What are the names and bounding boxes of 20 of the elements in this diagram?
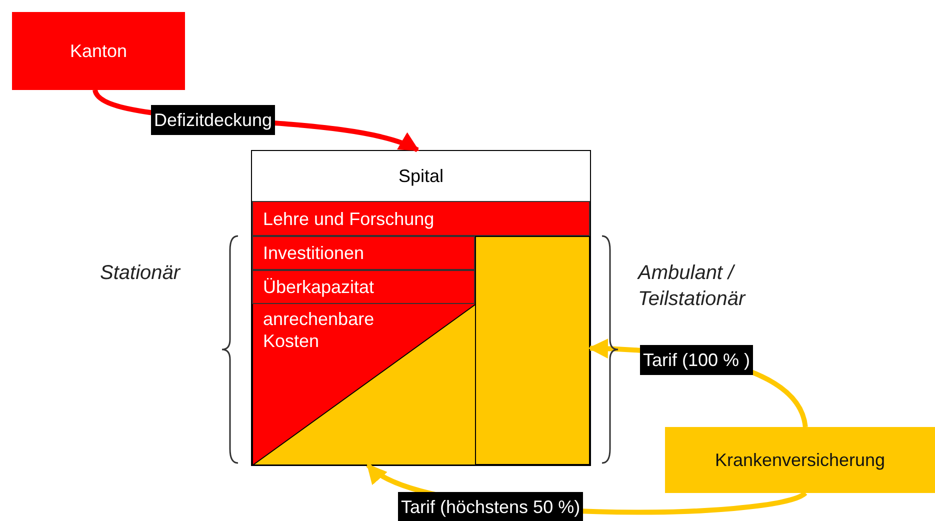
entity-box — [12, 12, 185, 90]
node-label: Spital — [397, 165, 445, 187]
node-label: Krankenversicherung — [714, 449, 886, 471]
cost-band — [252, 270, 475, 304]
node-label: anrechenbare Kosten — [263, 308, 376, 352]
node-label: Überkapazitat — [263, 276, 374, 298]
brace-label: Stationär — [100, 261, 182, 286]
outpatient-cost-column — [475, 236, 590, 465]
cost-band — [252, 236, 475, 270]
edge-label: Tarif (höchstens 50 %) — [398, 492, 584, 521]
brace-label: Ambulant / Teilstationär — [638, 261, 747, 312]
node-label: Lehre und Forschung — [263, 208, 434, 230]
entity-box — [665, 427, 935, 493]
cost-area — [252, 304, 475, 465]
node-label: Investitionen — [263, 242, 364, 264]
cost-band — [252, 201, 590, 236]
hospital-box — [251, 150, 591, 466]
node-label: Kanton — [68, 40, 128, 62]
edge-label: Tarif (100 % ) — [640, 345, 754, 375]
edge-label: Defizitdeckung — [151, 105, 276, 135]
